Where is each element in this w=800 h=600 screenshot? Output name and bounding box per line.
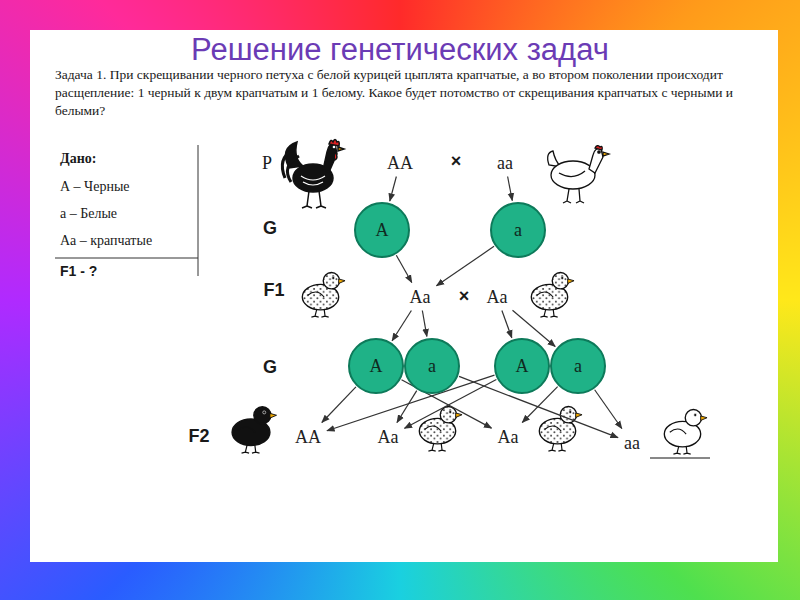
given-line-box: Аа – крапчатые bbox=[60, 232, 152, 251]
cross-sign-box: × bbox=[459, 284, 470, 308]
node-text: AA bbox=[387, 153, 413, 174]
generation-label: F2 bbox=[188, 426, 209, 446]
given-heading: Дано: bbox=[60, 151, 96, 166]
generation-label-box: F2 bbox=[188, 424, 209, 448]
task-text: Задача 1. При скрещивании черного петуха… bbox=[55, 67, 733, 118]
node-text: a bbox=[428, 356, 436, 377]
gamete-label-box: G bbox=[263, 355, 277, 379]
node-text: A bbox=[376, 220, 389, 241]
gamete-circle: A bbox=[354, 202, 410, 258]
generation-label-box: F1 bbox=[263, 278, 284, 302]
gamete-circle: a bbox=[550, 338, 606, 394]
genotype-box: AA bbox=[383, 151, 417, 176]
cross-sign-box: × bbox=[451, 149, 462, 173]
given-line-box: а – Белые bbox=[60, 205, 117, 224]
white-panel bbox=[30, 30, 778, 562]
gamete-label: G bbox=[263, 357, 277, 377]
title: Решение генетических задач bbox=[191, 32, 609, 68]
arrow-connector bbox=[437, 246, 495, 285]
node-text: Aa bbox=[410, 287, 431, 308]
given-line-box: А – Черные bbox=[60, 178, 130, 197]
arrow-connector bbox=[508, 177, 513, 201]
gamete-circle: a bbox=[404, 338, 460, 394]
arrow-connector bbox=[397, 391, 417, 423]
genotype-box: AA bbox=[291, 425, 325, 450]
gamete-circle: A bbox=[494, 338, 550, 394]
generation-label: P bbox=[262, 153, 272, 173]
gamete-label: G bbox=[263, 218, 277, 238]
arrow-connector bbox=[322, 387, 356, 423]
given-question-box: F1 - ? bbox=[60, 262, 97, 281]
gamete-circle: a bbox=[490, 202, 546, 258]
node-text: a bbox=[514, 220, 522, 241]
node-text: aa bbox=[624, 433, 640, 454]
genotype-box: Aa bbox=[374, 425, 403, 450]
node-text: A bbox=[370, 356, 383, 377]
genotype-box: Aa bbox=[483, 285, 512, 310]
gamete-label-box: G bbox=[263, 216, 277, 240]
arrow-connector bbox=[396, 255, 411, 282]
arrow-connector bbox=[392, 311, 411, 341]
arrow-connector bbox=[422, 311, 427, 337]
arrow-connector bbox=[390, 177, 397, 202]
genotype-box: aa bbox=[493, 151, 517, 176]
node-text: a bbox=[574, 356, 582, 377]
cross-sign: × bbox=[451, 151, 462, 171]
node-text: AA bbox=[295, 427, 321, 448]
arrow-connector bbox=[595, 390, 622, 429]
given-line: а – Белые bbox=[60, 206, 117, 221]
given-heading-box: Дано: bbox=[60, 150, 96, 169]
node-text: Aa bbox=[378, 427, 399, 448]
given-line: А – Черные bbox=[60, 179, 130, 194]
given-line: Аа – крапчатые bbox=[60, 233, 152, 248]
node-text: A bbox=[516, 356, 529, 377]
node-text: Aa bbox=[487, 287, 508, 308]
genotype-box: Aa bbox=[406, 285, 435, 310]
genotype-box: aa bbox=[620, 431, 644, 456]
node-text: Aa bbox=[498, 427, 519, 448]
cross-sign: × bbox=[459, 286, 470, 306]
genotype-box: Aa bbox=[494, 425, 523, 450]
node-text: aa bbox=[497, 153, 513, 174]
given-question: F1 - ? bbox=[60, 263, 97, 279]
gamete-circle: A bbox=[348, 338, 404, 394]
arrow-connector bbox=[502, 311, 512, 338]
task-text-box: Задача 1. При скрещивании черного петуха… bbox=[55, 66, 765, 121]
generation-label: F1 bbox=[263, 280, 284, 300]
generation-label-box: P bbox=[262, 151, 272, 175]
title-text: Решение генетических задач bbox=[191, 32, 609, 67]
